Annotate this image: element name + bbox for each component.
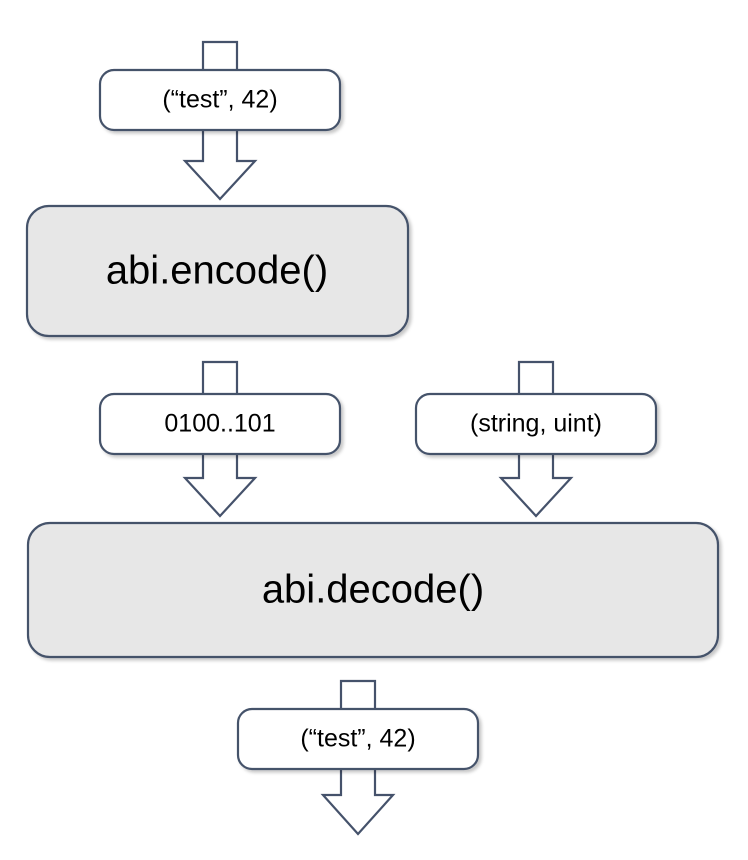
output-tuple-box [236, 707, 480, 771]
node-abi-encode[interactable]: abi.encode() [25, 204, 410, 338]
encoded-bytes-label: 0100..101 [164, 410, 275, 438]
node-output-tuple[interactable]: (“test”, 42) [236, 707, 480, 771]
arrow-input-to-encode-icon [182, 124, 258, 201]
arrow-bytes-to-decode-icon [182, 448, 258, 518]
node-abi-decode[interactable]: abi.decode() [26, 521, 720, 659]
type-tuple-label: (string, uint) [470, 410, 602, 438]
node-encoded-bytes[interactable]: 0100..101 [98, 392, 342, 456]
arrow-output-down-icon [320, 763, 396, 836]
abi-decode-box [26, 521, 720, 659]
input-tuple-label: (“test”, 42) [162, 86, 277, 114]
abi-decode-label: abi.decode() [262, 568, 484, 612]
node-input-tuple[interactable]: (“test”, 42) [98, 68, 342, 132]
input-tuple-box [98, 68, 342, 132]
encoded-bytes-box [98, 392, 342, 456]
abi-encode-label: abi.encode() [106, 249, 328, 293]
node-type-tuple[interactable]: (string, uint) [414, 392, 658, 456]
arrow-types-to-decode-icon [498, 448, 574, 518]
abi-encode-box [25, 204, 410, 338]
output-tuple-label: (“test”, 42) [300, 725, 415, 753]
type-tuple-box [414, 392, 658, 456]
